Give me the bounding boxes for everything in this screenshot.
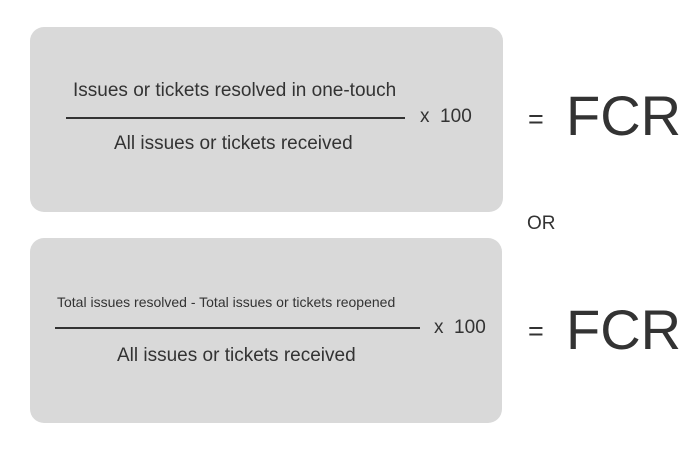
- formula-2-fraction-bar: [55, 327, 420, 329]
- formula-2-numerator: Total issues resolved - Total issues or …: [57, 294, 396, 310]
- formula-1-numerator: Issues or tickets resolved in one-touch: [73, 80, 397, 101]
- formula-2-box: [30, 238, 502, 423]
- formula-2-multiplier: x 100: [434, 317, 486, 338]
- formula-2-result: FCR: [566, 298, 682, 361]
- formula-1-result: FCR: [566, 84, 682, 147]
- formula-2-equals-sign: =: [528, 316, 544, 346]
- formula-1-box: [30, 27, 503, 212]
- formula-2-denominator: All issues or tickets received: [117, 345, 356, 366]
- formula-1-multiplier: x 100: [420, 106, 472, 127]
- formula-1-denominator: All issues or tickets received: [114, 133, 353, 154]
- formula-1-fraction-bar: [66, 117, 405, 119]
- or-connector: OR: [527, 213, 556, 234]
- formula-1-equals-sign: =: [528, 104, 544, 134]
